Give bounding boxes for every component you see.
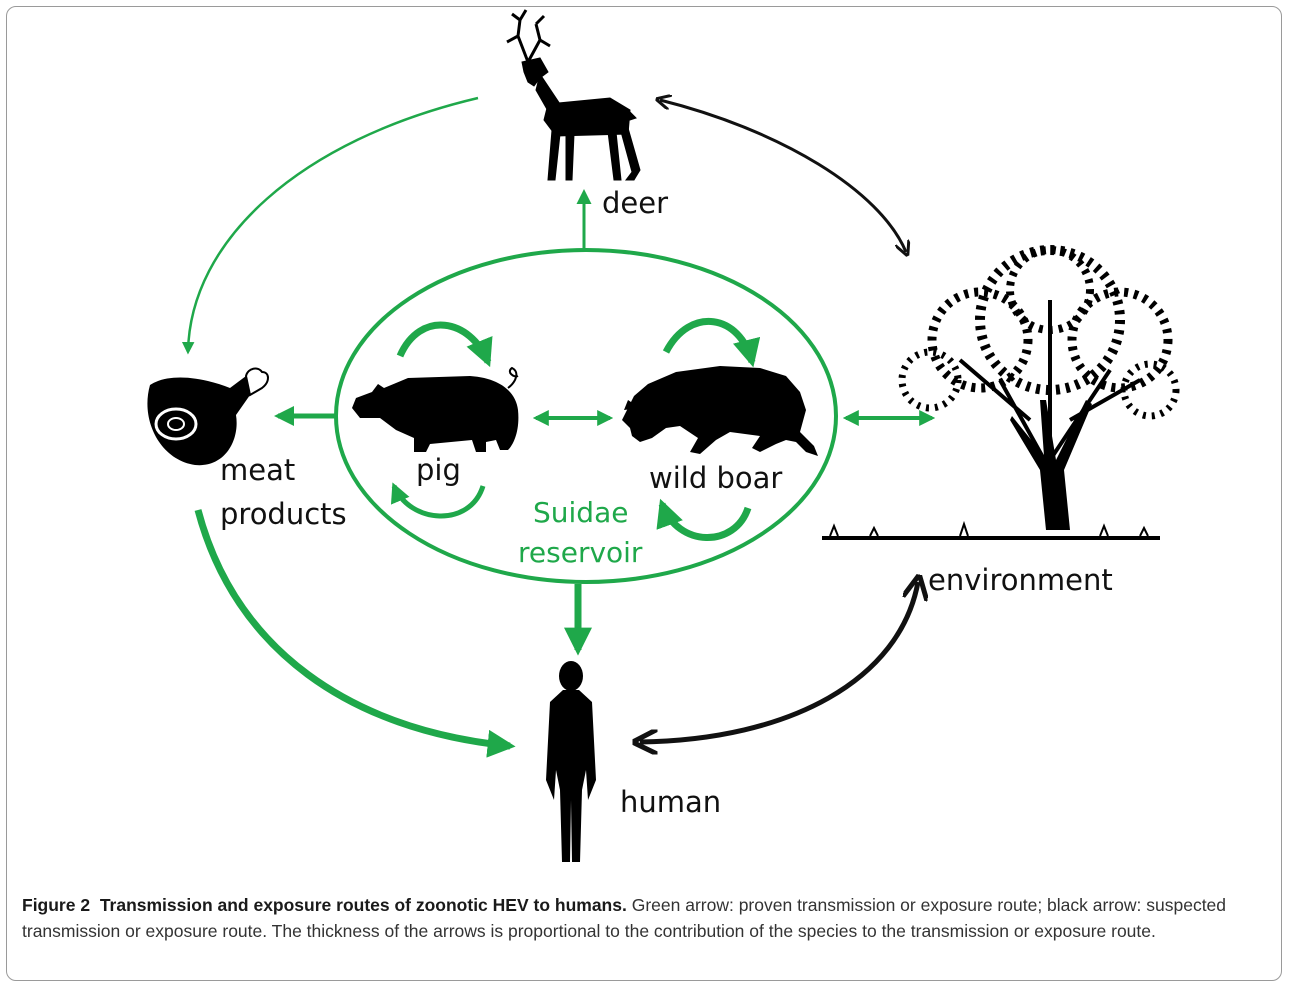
pig-loop-top	[396, 321, 493, 368]
pig-icon	[352, 366, 519, 452]
figure-frame	[6, 6, 1282, 981]
tree-icon	[822, 245, 1180, 540]
label-environment: environment	[928, 563, 1113, 597]
wild-boar-loop-bottom	[656, 498, 752, 541]
label-pig: pig	[416, 453, 461, 487]
meat-icon	[147, 367, 269, 466]
label-deer: deer	[602, 186, 668, 220]
label-wild-boar: wild boar	[649, 461, 782, 495]
arrow-human-environment	[640, 582, 918, 742]
label-reservoir: reservoir	[518, 536, 643, 569]
label-suidae: Suidae	[533, 496, 628, 529]
label-human: human	[620, 785, 721, 819]
label-meat-line2: products	[220, 497, 347, 531]
figure-caption-text: Green arrow: proven transmission or expo…	[22, 895, 1227, 941]
arrow-meat-to-human	[194, 509, 516, 758]
figure-label: Figure 2	[22, 895, 91, 915]
figure-caption: Figure 2 Transmission and exposure route…	[22, 892, 1272, 944]
label-meat-line1: meat	[220, 453, 295, 487]
arrow-deer-environment	[660, 100, 906, 252]
hev-transmission-diagram: deer meat products pig wild boar Suidae …	[147, 9, 1180, 862]
arrow-deer-to-meat	[181, 96, 479, 355]
wild-boar-loop-top	[662, 317, 761, 368]
human-icon	[546, 661, 596, 862]
figure-title: Transmission and exposure routes of zoon…	[99, 895, 627, 915]
wild-boar-icon	[622, 366, 818, 456]
deer-icon	[506, 9, 641, 181]
pig-loop-bottom	[391, 482, 486, 519]
